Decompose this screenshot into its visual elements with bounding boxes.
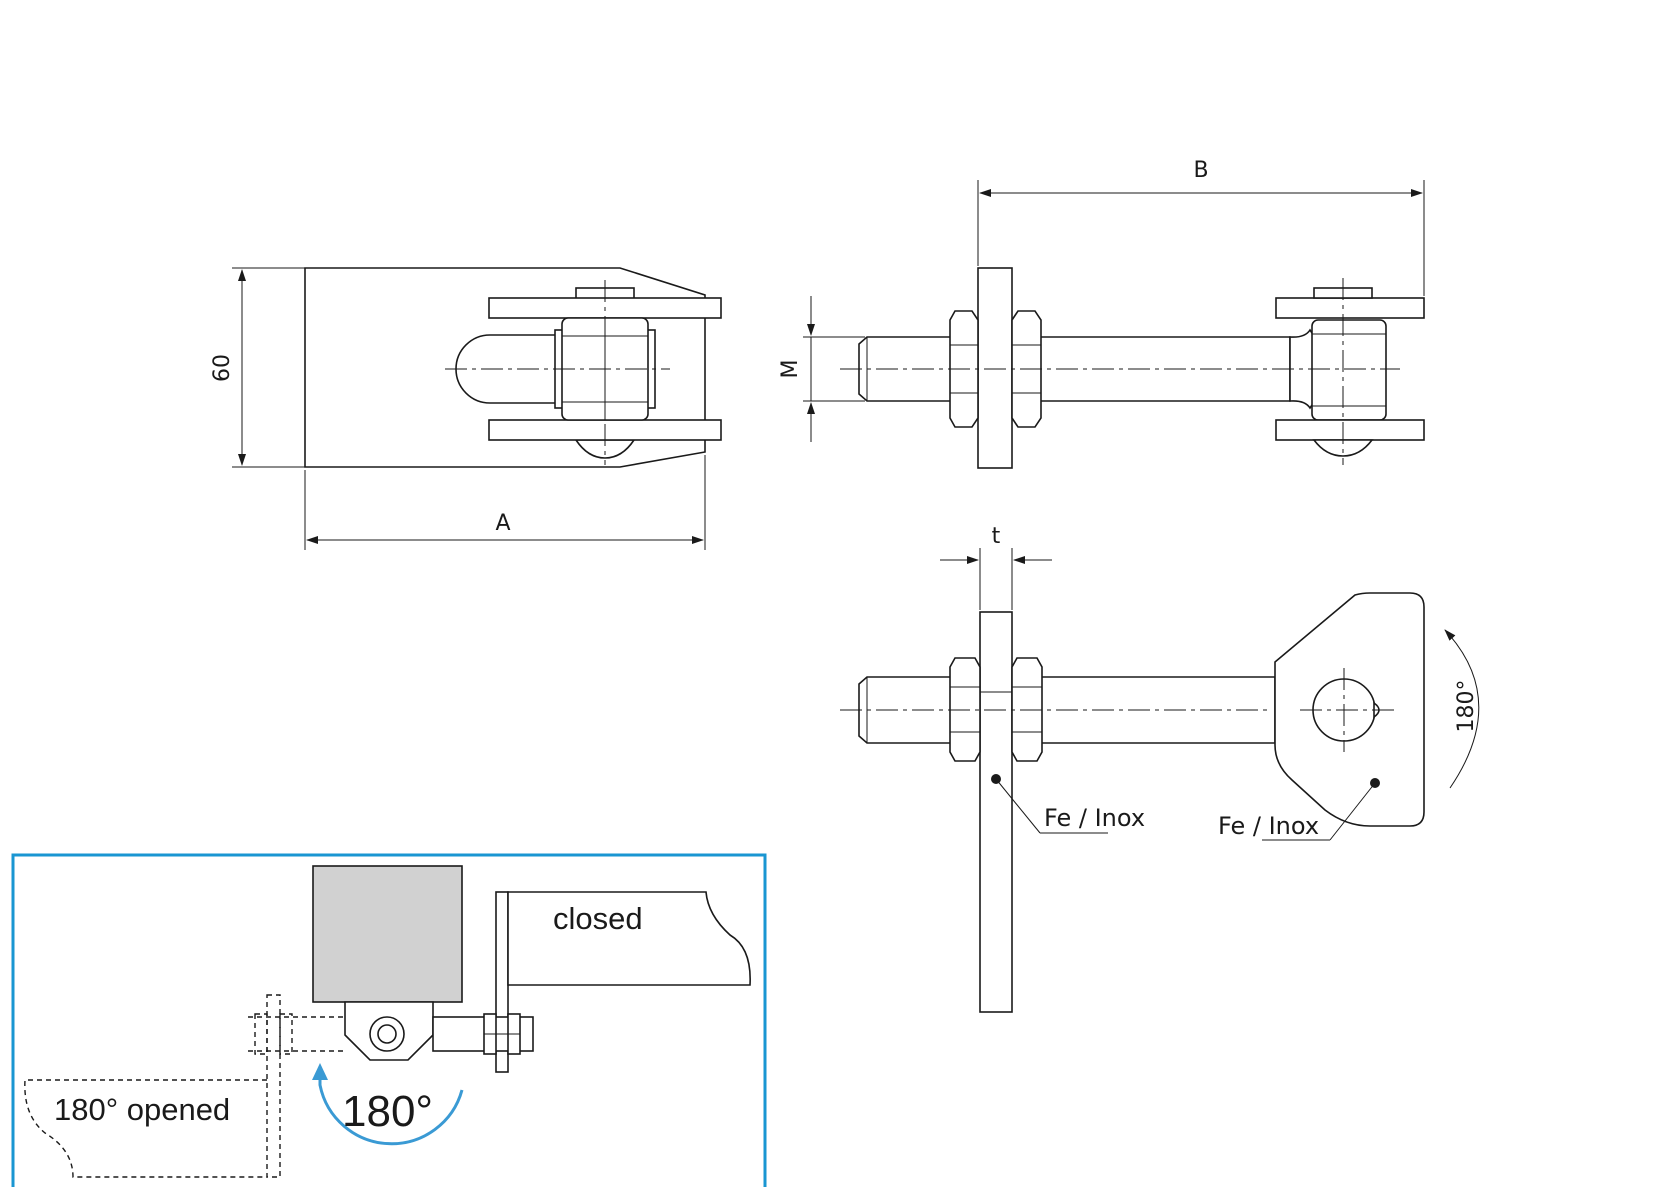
rotation-arrow: 180° [1444,629,1480,789]
dimension-60: 60 [210,267,305,468]
dimension-a: A [304,455,706,550]
dimension-a-label: A [495,511,510,536]
post [312,865,463,1003]
side-view [840,592,1425,1013]
dimension-m-label: M [778,360,803,379]
material-label-plate: Fe / Inox [1044,804,1145,832]
dimension-b: B [977,158,1425,296]
installation-inset: closed 180° opened 180° [11,853,767,1187]
angle-label: 180° [342,1087,433,1136]
top-view [304,267,722,468]
material-label-head: Fe / Inox [1218,812,1319,840]
dimension-60-label: 60 [210,354,235,382]
front-view [840,267,1425,469]
closed-label: closed [553,901,643,936]
opened-label: 180° opened [54,1092,230,1127]
material-callout-head: Fe / Inox [1218,778,1380,841]
dimension-b-label: B [1193,158,1208,183]
dimension-t-label: t [992,524,1001,549]
dimension-m: M [778,296,865,442]
rotation-label: 180° [1454,680,1479,733]
material-callout-plate: Fe / Inox [991,774,1145,834]
dimension-t: t [940,524,1052,610]
